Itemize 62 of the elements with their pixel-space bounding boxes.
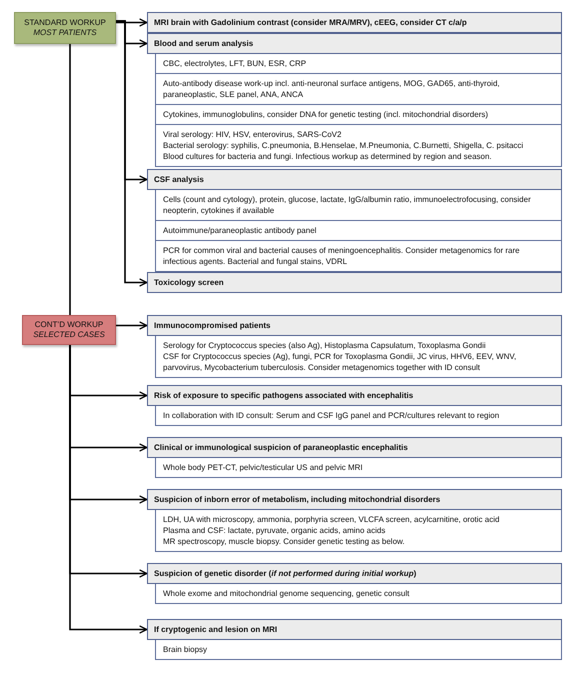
detail-panel [155, 190, 562, 221]
arrow [69, 345, 148, 634]
header-text: Toxicology screen [154, 277, 224, 288]
arrow [116, 20, 148, 287]
header-bar [147, 563, 562, 584]
category-subtitle: MOST PATIENTS [33, 28, 97, 38]
header-text: Blood and serum analysis [154, 38, 254, 49]
detail-panel [155, 241, 562, 272]
header-text: Clinical or immunological suspicion of paraneoplastic encephalitis [154, 442, 408, 453]
detail-text: Viral serology: HIV, HSV, enterovirus, SARS-CoV2 [163, 129, 342, 140]
detail-panel [155, 125, 562, 167]
detail-text: Whole exome and mitochondrial genome sequencing, genetic consult [163, 588, 410, 599]
detail-panel [155, 54, 562, 74]
detail-text: Whole body PET-CT, pelvic/testicular US and pelvic MRI [163, 462, 363, 473]
header-bar [147, 12, 562, 33]
header-text: Suspicion of inborn error of metabolism, including mitochondrial disorders [154, 494, 440, 505]
detail-text: Cytokines, immunoglobulins, consider DNA for genetic testing (incl. mitochondrial disorders) [163, 109, 488, 120]
header-text: If cryptogenic and lesion on MRI [154, 624, 278, 635]
header-text: CSF analysis [154, 174, 204, 185]
detail-panel [155, 458, 562, 478]
detail-text: CBC, electrolytes, LFT, BUN, ESR, CRP [163, 58, 306, 69]
detail-text: LDH, UA with microscopy, ammonia, porphyria screen, VLCFA screen, acylcarnitine, orotic acid [163, 514, 500, 525]
header-bar [147, 33, 562, 54]
category-title: CONT’D WORKUP [34, 320, 104, 330]
header-bar [147, 169, 562, 190]
header-bar [147, 272, 562, 293]
header-text: MRI brain with Gadolinium contrast (consider MRA/MRV), cEEG, consider CT c/a/p [154, 17, 467, 28]
detail-text: Serology for Cryptococcus species (also Ag), Histoplasma Capsulatum, Toxoplasma Gondii [163, 340, 486, 351]
detail-text: PCR for common viral and bacterial causes of meningoencephalitis. Consider metagenomics for rare infectious agents. Bacterial and fungal stains, VDRL [163, 245, 521, 267]
detail-text: Plasma and CSF: lactate, pyruvate, organic acids, amino acids [163, 525, 386, 536]
detail-text: Autoimmune/paraneoplastic antibody panel [163, 225, 316, 236]
header-text: Immunocompromised patients [154, 320, 270, 331]
detail-text: Auto-antibody disease work-up incl. anti-neuronal surface antigens, MOG, GAD65, anti-thyroid, paraneoplastic, SLE panel, ANA, ANCA [163, 78, 501, 100]
detail-text: CSF for Cryptococcus species (Ag), fungi, PCR for Toxoplasma Gondii, JC virus, HHV6, EEV, WNV, parvovirus, Mycobacterium tuberculosis. Consider metagenomics together with ID consult [163, 351, 518, 373]
connector-line [69, 44, 71, 315]
detail-panel [155, 406, 562, 426]
detail-text: Brain biopsy [163, 644, 208, 655]
detail-text: In collaboration with ID consult: Serum and CSF IgG panel and PCR/cultures relevant to region [163, 410, 500, 421]
detail-text: Cells (count and cytology), protein, glucose, lactate, IgG/albumin ratio, immunoelectrofocusing, consider neopterin, cytokines if available [163, 194, 532, 216]
header-bar [147, 437, 562, 458]
header-bar [147, 385, 562, 406]
detail-panel [155, 510, 562, 552]
category-box [22, 315, 116, 345]
arrow [116, 18, 148, 27]
header-bar [147, 619, 562, 640]
detail-panel [155, 640, 562, 660]
detail-text: Bacterial serology: syphilis, C.pneumonia, B.Henselae, M.Pneumonia, C.Burnetti, Shigella, C. psitacci [163, 140, 524, 151]
category-box [14, 12, 116, 44]
detail-panel [155, 105, 562, 125]
detail-text: Blood cultures for bacteria and fungi. Infectious workup as determined by region and season. [163, 151, 492, 162]
detail-panel [155, 221, 562, 241]
detail-text: MR spectroscopy, muscle biopsy. Consider genetic testing as below. [163, 536, 405, 547]
arrow [116, 321, 148, 330]
category-subtitle: SELECTED CASES [33, 330, 105, 340]
detail-panel [155, 584, 562, 604]
header-bar [147, 315, 562, 336]
detail-panel [155, 336, 562, 378]
header-text: Risk of exposure to specific pathogens associated with encephalitis [154, 390, 414, 401]
category-title: STANDARD WORKUP [24, 18, 106, 28]
header-text: Suspicion of genetic disorder (if not performed during initial workup) [154, 568, 416, 579]
header-bar [147, 489, 562, 510]
detail-panel [155, 74, 562, 105]
